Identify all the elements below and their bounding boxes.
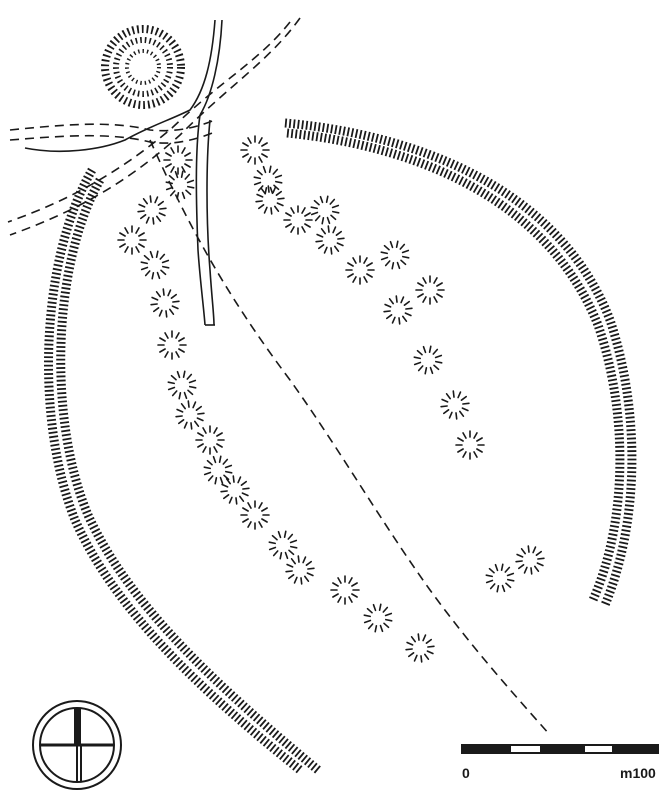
mound-cluster [485,563,515,593]
mound-cluster [167,370,197,400]
mound-clusters [117,135,545,663]
mound-cluster [310,195,340,225]
mound-cluster [380,240,410,270]
mound-cluster [220,475,250,505]
mound-cluster [137,195,167,225]
mound-cluster [157,330,187,360]
west-track [9,119,216,144]
mound-cluster [345,255,375,285]
scale-start-label: 0 [462,765,470,781]
mound-cluster [515,545,545,575]
mound-cluster [268,530,298,560]
diagonal-road [7,17,301,236]
mound-cluster [363,603,393,633]
mound-cluster [163,145,193,175]
mound-cluster [285,555,315,585]
mound-cluster [117,225,147,255]
mound-cluster [165,170,195,200]
mound-cluster [315,225,345,255]
mound-cluster [330,575,360,605]
mound-cluster [440,390,470,420]
stream [24,19,223,326]
mound-cluster [240,135,270,165]
east-earthwork-bank [284,118,637,607]
mound-cluster [383,295,413,325]
mound-cluster [175,400,205,430]
mound-cluster [240,500,270,530]
mound-cluster [195,425,225,455]
mound-cluster [203,455,233,485]
ring-mound [101,25,185,109]
mound-cluster [255,185,285,215]
mound-cluster [283,205,313,235]
mound-cluster [405,633,435,663]
mound-cluster [413,345,443,375]
central-dashed-track [149,139,551,736]
scale-bar: 0 m100 [461,744,659,781]
north-arrow-symbol [32,700,122,790]
mound-cluster [140,250,170,280]
scale-end-label: m100 [620,765,656,781]
mound-cluster [415,275,445,305]
west-earthwork-bank [44,167,321,774]
mound-cluster [455,430,485,460]
mound-cluster [150,288,180,318]
